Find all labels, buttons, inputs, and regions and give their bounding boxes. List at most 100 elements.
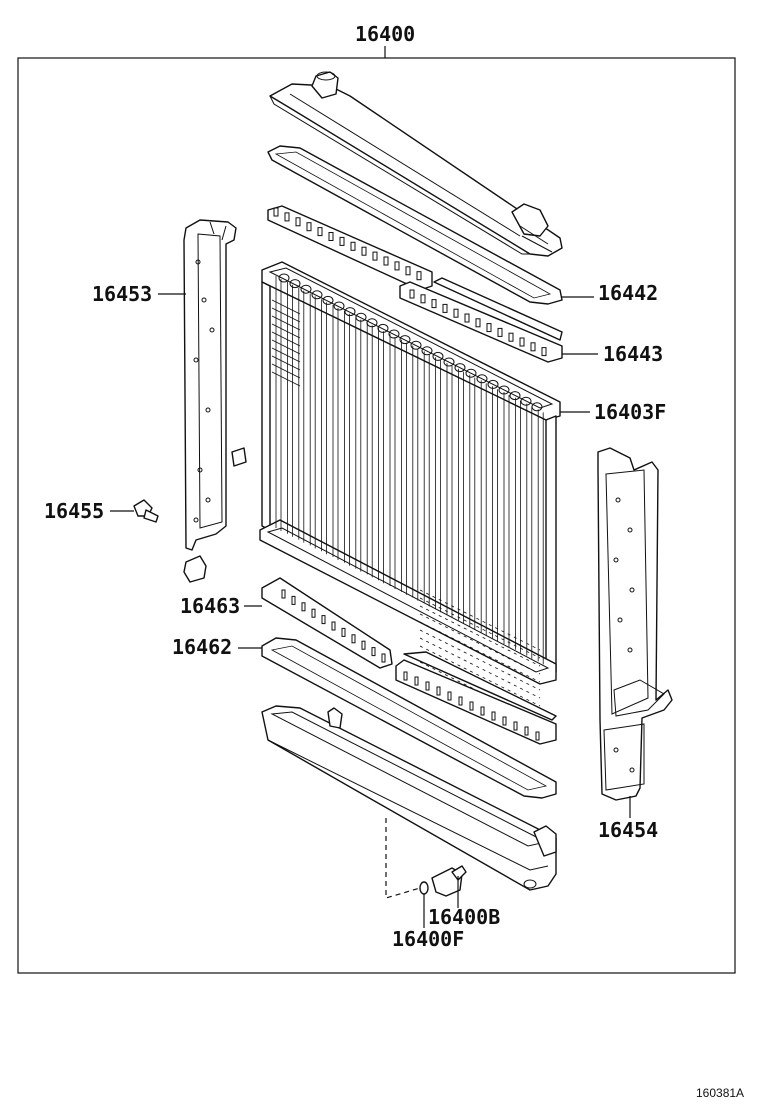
seal-tooth <box>394 261 400 271</box>
left-side-support <box>183 219 247 583</box>
seal-tooth <box>425 681 430 691</box>
seal-tooth <box>442 303 448 313</box>
seal-tooth <box>328 232 334 241</box>
seal-tooth <box>519 337 525 347</box>
radiator-core-header-holes <box>278 273 543 412</box>
seal-tooth <box>311 608 316 618</box>
seal-tooth <box>339 236 345 246</box>
clip <box>133 499 159 523</box>
seal-tooth <box>321 615 326 625</box>
radiator-core <box>259 261 561 685</box>
label-16442: 16442 <box>598 281 658 305</box>
support-hole <box>195 259 201 265</box>
label-16400B: 16400B <box>428 905 500 929</box>
seal-tooth <box>535 731 540 741</box>
label-16443: 16443 <box>603 342 663 366</box>
seal-tooth <box>480 706 485 716</box>
support-hole <box>629 587 635 593</box>
support-hole <box>613 557 619 563</box>
header-hole <box>366 318 378 328</box>
core-fin <box>271 299 301 315</box>
seal-tooth <box>513 721 518 731</box>
seal-tooth <box>502 716 507 726</box>
core-fin <box>271 347 301 363</box>
seal-tooth <box>371 647 376 657</box>
core-fin <box>271 331 301 347</box>
core-fin <box>419 621 541 683</box>
header-hole <box>498 385 510 395</box>
core-fin <box>271 363 301 379</box>
seal-tooth <box>416 271 422 281</box>
header-hole <box>333 301 345 311</box>
header-hole <box>289 279 301 289</box>
label-16462: 16462 <box>172 635 232 659</box>
support-hole <box>209 327 215 333</box>
label-16453: 16453 <box>92 282 152 306</box>
figure-reference: 160381A <box>696 1086 744 1100</box>
header-hole <box>454 363 466 373</box>
seal-tooth <box>284 212 290 222</box>
seal-tooth <box>431 299 437 309</box>
seal-tooth <box>383 256 389 266</box>
lower-seal-teeth <box>281 589 540 741</box>
core-fin <box>419 597 541 659</box>
header-hole <box>322 295 334 305</box>
support-hole <box>629 767 635 773</box>
seal-tooth <box>458 696 463 706</box>
seal-tooth <box>508 332 514 342</box>
header-hole <box>465 368 477 378</box>
label-16455: 16455 <box>44 499 104 523</box>
seal-tooth <box>469 701 474 711</box>
seal-tooth <box>331 621 336 631</box>
core-fin <box>419 661 541 723</box>
label-16463: 16463 <box>180 594 240 618</box>
core-fin <box>271 371 301 387</box>
seal-tooth <box>273 207 279 217</box>
assembly-frame <box>17 57 736 974</box>
seal-tooth <box>491 711 496 721</box>
support-hole <box>627 527 633 533</box>
label-16400: 16400 <box>355 22 415 46</box>
lower-tank <box>261 705 557 891</box>
header-hole <box>531 402 543 412</box>
seal-tooth <box>350 241 356 251</box>
core-fin <box>419 613 541 675</box>
header-hole <box>399 335 411 345</box>
header-hole <box>377 323 389 333</box>
seal-tooth <box>341 627 346 637</box>
seal-tooth <box>372 251 378 261</box>
support-hole <box>197 467 203 473</box>
core-fin <box>419 629 541 691</box>
drain-cock <box>431 865 467 897</box>
support-hole <box>627 647 633 653</box>
header-hole <box>300 284 312 294</box>
seal-tooth <box>306 222 312 232</box>
header-hole <box>278 273 290 283</box>
upper-seal-teeth <box>273 207 547 357</box>
header-hole <box>487 379 499 389</box>
header-hole <box>432 351 444 361</box>
support-hole <box>617 617 623 623</box>
seal-tooth <box>405 266 411 276</box>
right-side-support <box>597 447 673 801</box>
seal-tooth <box>497 327 503 337</box>
header-hole <box>355 312 367 322</box>
seal-tooth <box>351 634 356 644</box>
seal-tooth <box>317 227 323 237</box>
seal-tooth <box>291 595 296 605</box>
support-hole <box>193 357 199 363</box>
header-hole <box>344 307 356 317</box>
upper-tank-gasket <box>267 145 563 305</box>
core-fin <box>419 589 541 651</box>
core-fin <box>419 605 541 667</box>
support-hole <box>205 407 211 413</box>
drain-dashed-line <box>385 818 421 899</box>
radiator-core-tubes <box>271 276 544 723</box>
seal-tooth <box>486 323 492 333</box>
core-fin <box>271 323 301 339</box>
support-hole <box>205 497 211 503</box>
label-16400F: 16400F <box>392 927 464 951</box>
seal-tooth <box>409 289 415 299</box>
support-hole <box>193 517 199 523</box>
